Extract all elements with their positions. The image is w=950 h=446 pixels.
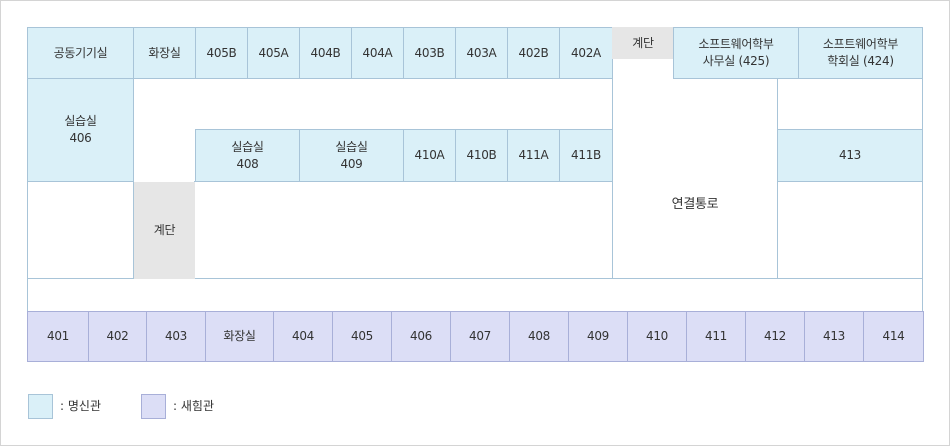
room-410a: 410A — [403, 129, 456, 182]
room-411b: 411B — [559, 129, 613, 182]
room-bottom-13: 412 — [745, 311, 805, 362]
room-bottom-5: 404 — [273, 311, 333, 362]
connecting-passage-label: 연결통로 — [671, 196, 719, 212]
lower-left-block — [27, 181, 134, 279]
room-lab-409: 실습실 409 — [299, 129, 404, 182]
room-bottom-2: 402 — [88, 311, 147, 362]
room-410b: 410B — [455, 129, 508, 182]
room-bottom-7: 406 — [391, 311, 451, 362]
room-402b: 402B — [507, 27, 560, 79]
room-lab-408: 실습실 408 — [195, 129, 300, 182]
room-bottom-6: 405 — [332, 311, 392, 362]
room-bottom-14: 413 — [804, 311, 864, 362]
room-bottom-1: 401 — [27, 311, 89, 362]
room-bottom-8: 407 — [450, 311, 510, 362]
room-404b: 404B — [299, 27, 352, 79]
legend-label-myeongsin: : 명신관 — [60, 399, 101, 413]
room-403a: 403A — [455, 27, 508, 79]
room-413-top: 413 — [777, 129, 923, 182]
room-common-equipment: 공동기기실 — [27, 27, 134, 79]
room-404a: 404A — [351, 27, 404, 79]
lower-corridor-outline — [27, 278, 923, 312]
lower-center-block — [194, 181, 613, 279]
legend-label-saehim: : 새힘관 — [173, 399, 214, 413]
room-lab-406: 실습실 406 — [27, 78, 134, 182]
legend-swatch-saehim — [141, 394, 166, 419]
room-bottom-15: 414 — [863, 311, 924, 362]
stairs-middle: 계단 — [134, 182, 195, 279]
room-403b: 403B — [403, 27, 456, 79]
room-402a: 402A — [559, 27, 613, 79]
stairs-top: 계단 — [612, 27, 674, 59]
lower-right-block — [777, 181, 923, 279]
room-sw-council-424: 소프트웨어학부 학회실 (424) — [798, 27, 923, 79]
room-sw-office-425: 소프트웨어학부 사무실 (425) — [673, 27, 799, 79]
legend-swatch-myeongsin — [28, 394, 53, 419]
room-bottom-10: 409 — [568, 311, 628, 362]
room-bottom-4: 화장실 — [205, 311, 274, 362]
room-bottom-3: 403 — [146, 311, 206, 362]
room-405a: 405A — [247, 27, 300, 79]
room-restroom-top: 화장실 — [133, 27, 196, 79]
room-bottom-12: 411 — [686, 311, 746, 362]
room-405b: 405B — [195, 27, 248, 79]
room-bottom-11: 410 — [627, 311, 687, 362]
room-bottom-9: 408 — [509, 311, 569, 362]
room-411a: 411A — [507, 129, 560, 182]
